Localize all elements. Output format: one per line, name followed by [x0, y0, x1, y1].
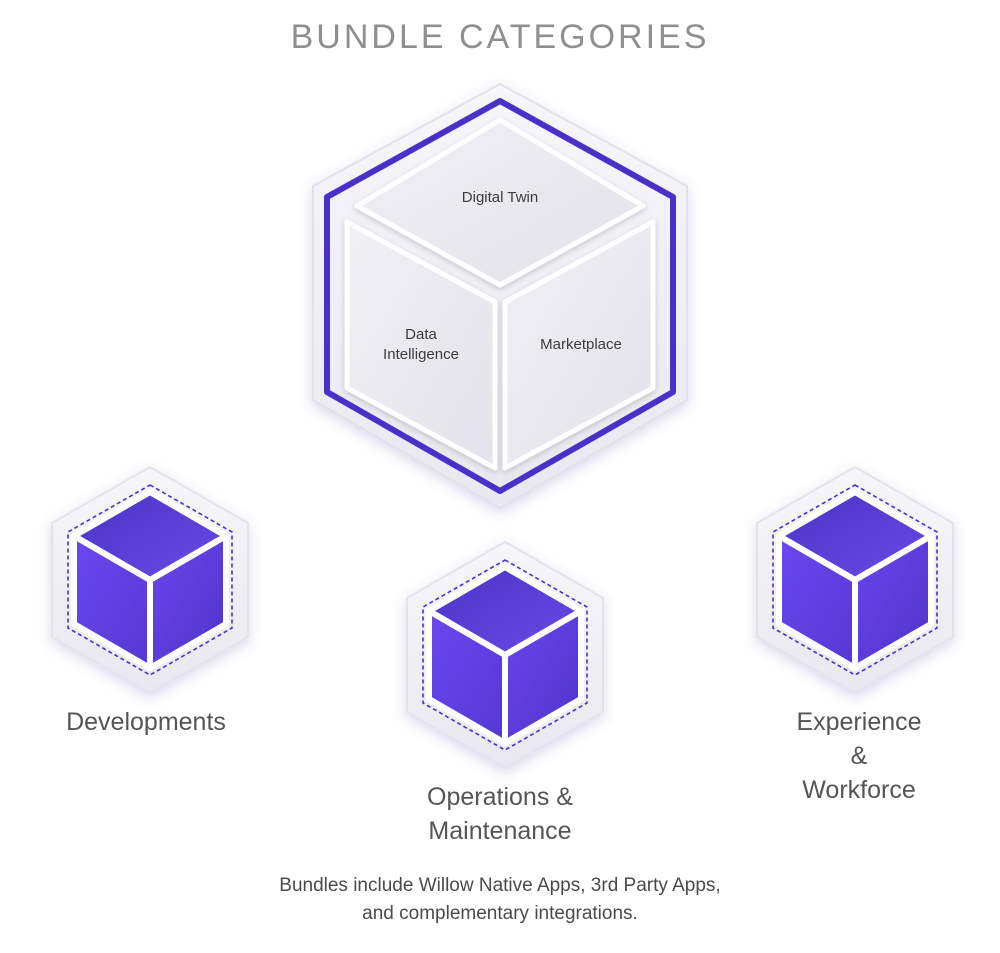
- operations-maintenance-cube-icon: [406, 541, 604, 769]
- bundle-label-developments: Developments: [66, 708, 226, 736]
- bundle-label-experience-workforce: Experience & Workforce: [796, 708, 922, 804]
- face-label-marketplace: Marketplace: [540, 336, 622, 353]
- main-cube-face-left: [344, 219, 498, 471]
- face-label-digital-twin: Digital Twin: [461, 189, 539, 206]
- main-cube-face-top: [354, 117, 646, 288]
- face-label-data-intelligence: Data Intelligence: [383, 326, 459, 363]
- experience-workforce-cube-icon: [756, 466, 954, 694]
- main-cube-ring: [324, 98, 676, 494]
- footnote: Bundles include Willow Native Apps, 3rd …: [279, 875, 721, 924]
- bundle-label-operations-maintenance: Operations & Maintenance: [427, 783, 573, 845]
- page-title: BUNDLE CATEGORIES: [290, 18, 710, 56]
- main-cube: [312, 83, 688, 509]
- developments-cube-icon: [51, 466, 249, 694]
- main-cube-face-right: [502, 219, 656, 471]
